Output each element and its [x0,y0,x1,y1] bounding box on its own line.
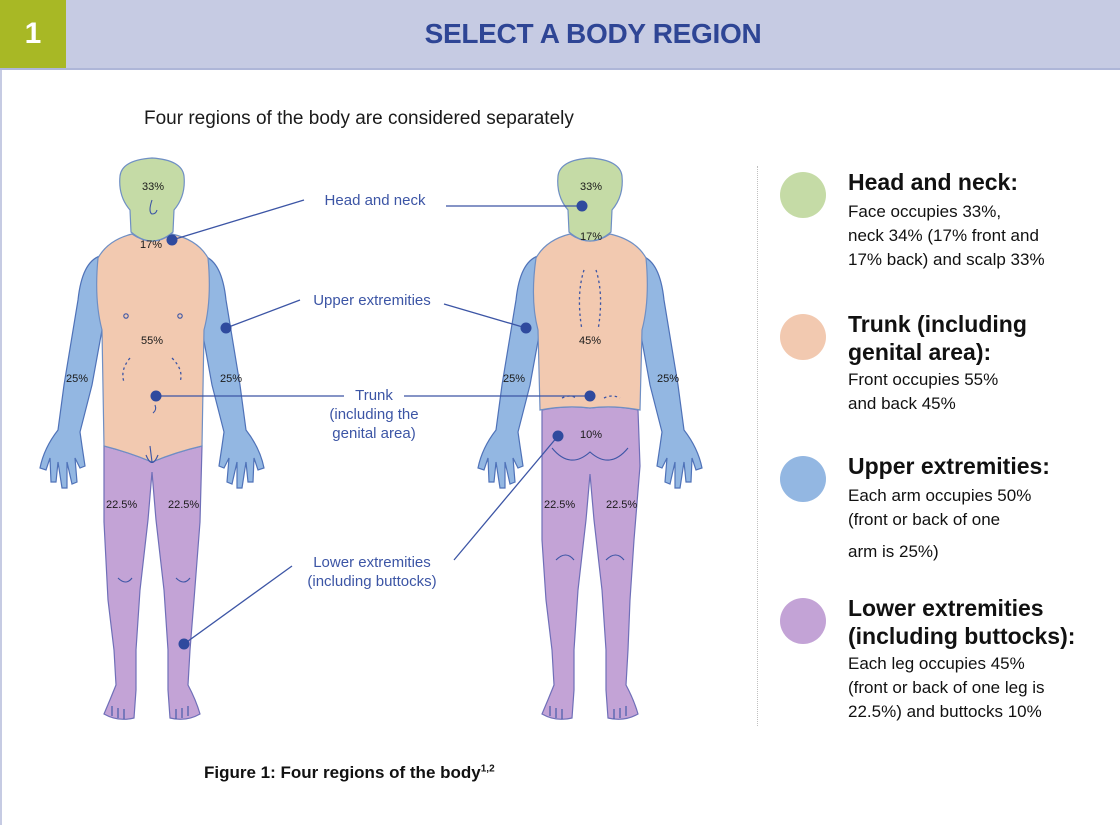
legend-title: Lower extremities (including buttocks): [848,594,1108,650]
front-head [120,158,185,241]
figure-caption-ref: 1,2 [481,763,495,774]
back-head-marker [577,201,588,212]
front-arm-right [202,256,264,488]
legend-desc: Face occupies 33%, neck 34% (17% front a… [848,200,1120,272]
callout-lower-line2: (including buttocks) [307,573,436,590]
head-neck-swatch [780,172,826,218]
legend-desc-line: (front or back of one leg is [848,676,1120,700]
back-trunk-marker [585,391,596,402]
lower-extremities-swatch [780,598,826,644]
trunk-swatch [780,314,826,360]
back-leg-left-pct: 22.5% [544,499,575,511]
back-arm-right [640,256,702,488]
legend-desc-line: Each arm occupies 50% [848,484,1120,508]
legend-desc: Front occupies 55% and back 45% [848,368,1120,416]
callout-upper-extremities: Upper extremities [313,292,431,309]
back-head-pct: 33% [580,181,602,193]
front-leg-left-pct: 22.5% [106,499,137,511]
upper-extremities-swatch [780,456,826,502]
legend-title: Trunk (including genital area): [848,310,1088,366]
figure-caption-text: Figure 1: Four regions of the body [204,763,481,782]
legend-desc-line: Front occupies 55% [848,368,1120,392]
front-neck-pct: 17% [140,239,162,251]
front-head-marker [167,235,178,246]
back-head [558,158,623,241]
legend-divider [757,166,758,726]
front-arm-marker [221,323,232,334]
legend-title: Upper extremities: [848,452,1120,480]
front-legs [104,446,202,719]
front-head-pct: 33% [142,181,164,193]
back-trunk [533,234,647,410]
callout-trunk-line2: (including the [329,406,418,423]
legend-desc-line: Face occupies 33%, [848,200,1120,224]
callout-trunk-line3: genital area) [332,425,415,442]
legend-desc: Each arm occupies 50% (front or back of … [848,484,1120,564]
front-arm-left-pct: 25% [66,373,88,385]
back-neck-pct: 17% [580,231,602,243]
figure-caption: Figure 1: Four regions of the body1,2 [204,763,495,783]
front-trunk-pct: 55% [141,335,163,347]
back-arm-left-pct: 25% [503,373,525,385]
legend-desc: Each leg occupies 45% (front or back of … [848,652,1120,724]
back-buttocks-pct: 10% [580,429,602,441]
back-arm-right-pct: 25% [657,373,679,385]
back-arm-marker [521,323,532,334]
back-trunk-pct: 45% [579,335,601,347]
callout-trunk-line1: Trunk [355,387,393,404]
callout-lower-line1: Lower extremities [313,554,431,571]
front-arm-left [40,256,102,488]
body-regions-figure: .head{fill:#c5dba6;stroke:#6f8fc4;stroke… [0,0,760,760]
legend-desc-line: Each leg occupies 45% [848,652,1120,676]
legend-desc-line: arm is 25%) [848,540,1120,564]
front-arm-right-pct: 25% [220,373,242,385]
back-leg-right-pct: 22.5% [606,499,637,511]
front-trunk [97,234,210,462]
front-leg-marker [179,639,190,650]
legend-desc-line: (front or back of one [848,508,1120,532]
legend-title: Head and neck: [848,168,1120,196]
legend-desc-line: 22.5%) and buttocks 10% [848,700,1120,724]
back-arm-left [478,256,540,488]
legend-desc-line: 17% back) and scalp 33% [848,248,1120,272]
legend-desc-line: and back 45% [848,392,1120,416]
front-leg-right-pct: 22.5% [168,499,199,511]
front-trunk-marker [151,391,162,402]
legend-desc-line: neck 34% (17% front and [848,224,1120,248]
back-buttocks-marker [553,431,564,442]
callout-head-and-neck: Head and neck [325,192,426,209]
